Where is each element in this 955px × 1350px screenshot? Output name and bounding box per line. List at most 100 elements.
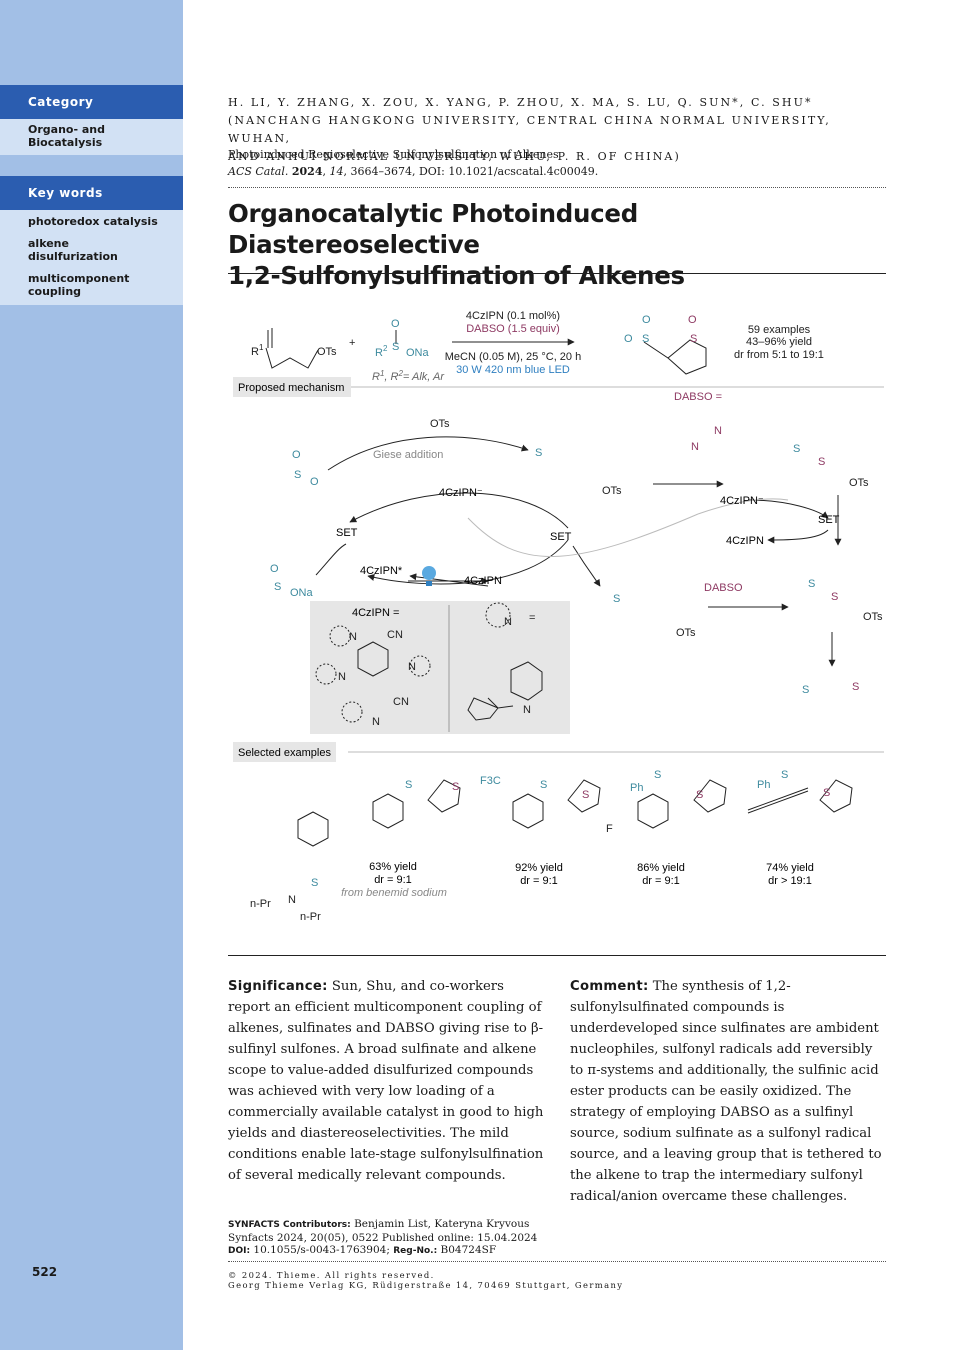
examples-count: 59 examples xyxy=(748,324,811,336)
category-item: Organo- and xyxy=(28,123,105,136)
giese-addition-label: Giese addition xyxy=(373,449,443,461)
comment-label: Comment: xyxy=(570,979,649,994)
significance-label: Significance: xyxy=(228,979,328,994)
atom-s: S xyxy=(294,469,301,481)
product-o: O xyxy=(688,314,697,326)
set-label: SET xyxy=(818,514,840,526)
keyword: photoredox catalysis xyxy=(28,215,158,228)
atom-o: O xyxy=(292,449,301,461)
atom-n: N xyxy=(338,671,346,683)
example-note: from benemid sodium xyxy=(341,887,447,899)
atom-cn: CN xyxy=(387,629,403,641)
condition-dabso: DABSO (1.5 equiv) xyxy=(466,323,560,335)
journal-name: ACS Catal. xyxy=(228,165,289,178)
selected-examples-tab xyxy=(233,742,336,762)
atom-n: N xyxy=(714,425,722,437)
copyright-line: © 2024. Thieme. All rights reserved. xyxy=(228,1270,435,1280)
atom-s: S xyxy=(311,877,318,889)
title-rule xyxy=(228,273,886,274)
reference-citation: ACS Catal. 2024, 14, 3664–3674, DOI: 10.… xyxy=(228,165,599,178)
affiliation-line: and Anhui Normal University, Wuhu, P. R.… xyxy=(228,150,681,163)
atom-s: S xyxy=(405,779,412,791)
ona-label: ONa xyxy=(290,587,314,599)
atom-s: S xyxy=(696,789,703,801)
equals-sign: = xyxy=(529,612,535,624)
svg-text:1: 1 xyxy=(259,343,264,352)
sulfinate-o: O xyxy=(391,318,400,330)
selected-examples-label: Selected examples xyxy=(238,747,331,759)
atom-s: S xyxy=(452,781,459,793)
product-s: S xyxy=(690,333,697,345)
r-definition: = Alk, Ar xyxy=(403,371,445,383)
atom-cn: CN xyxy=(393,696,409,708)
product-sulfone-o: O xyxy=(624,333,633,345)
condition-solvent: MeCN (0.05 M), 25 °C, 20 h xyxy=(445,351,581,363)
atom-n: N xyxy=(691,441,699,453)
example-yield: 74% yield xyxy=(766,862,814,874)
atom-s: S xyxy=(823,787,830,799)
keyword: alkene xyxy=(28,237,69,250)
catalyst-panel xyxy=(310,601,570,734)
example-dr: dr = 9:1 xyxy=(374,874,412,886)
svg-text:R: R xyxy=(251,346,259,358)
czipn-excited: 4CzIPN* xyxy=(360,565,403,577)
product-sulfone-o: O xyxy=(642,314,651,326)
atom-o: O xyxy=(270,563,279,575)
dabso-definition: DABSO = xyxy=(674,391,722,403)
atom-s: S xyxy=(781,769,788,781)
sulfinate-s: S xyxy=(392,341,399,353)
svg-text:2: 2 xyxy=(383,344,388,353)
n-propyl-label: n-Pr xyxy=(250,898,271,910)
authors: H. Li, Y. Zhang, X. Zou, X. Yang, P. Zho… xyxy=(228,94,893,166)
doi-label: DOI: xyxy=(228,1246,251,1256)
publisher-line: Georg Thieme Verlag KG, Rüdigerstraße 14… xyxy=(228,1280,624,1290)
category-item: Biocatalysis xyxy=(28,136,103,149)
n-propyl-label: n-Pr xyxy=(300,911,321,923)
atom-s: S xyxy=(793,443,800,455)
title-line: Organocatalytic Photoinduced Diastereose… xyxy=(228,199,638,259)
reference-title: Photoinduced Regioselective Sulfonylsulf… xyxy=(228,148,559,161)
sulfinate-ona: ONa xyxy=(406,347,430,359)
svg-text:R: R xyxy=(375,347,383,359)
example-dr: dr > 19:1 xyxy=(768,875,812,887)
atom-n: N xyxy=(288,894,296,906)
atom-s: S xyxy=(808,578,815,590)
ots-label: OTs xyxy=(676,627,696,639)
ots-label: OTs xyxy=(863,611,883,623)
atom-s: S xyxy=(535,447,542,459)
affiliation-line: (Nanchang Hangkong University, Central C… xyxy=(228,114,831,145)
atom-s: S xyxy=(654,769,661,781)
czipn-label: 4CzIPN xyxy=(726,535,764,547)
keyword: disulfurization xyxy=(28,250,118,263)
yield-range: 43–96% yield xyxy=(746,336,812,348)
regno: B04724SF xyxy=(440,1244,497,1256)
category-heading: Category xyxy=(0,85,183,119)
czipn-definition: 4CzIPN = xyxy=(352,607,399,619)
czipn-radical-anion: 4CzIPN⁻ xyxy=(439,487,483,499)
ots-label: OTs xyxy=(849,477,869,489)
keyword: multicomponent xyxy=(28,272,130,285)
dr-range: dr from 5:1 to 19:1 xyxy=(734,349,824,361)
authors-line: H. Li, Y. Zhang, X. Zou, X. Yang, P. Zho… xyxy=(228,96,813,109)
ots-label: OTs xyxy=(317,346,337,358)
regno-label: Reg-No.: xyxy=(393,1246,438,1256)
doi: 10.1055/s-0043-1763904; xyxy=(253,1244,390,1256)
lightbulb-icon xyxy=(422,566,436,580)
svg-text:+: + xyxy=(349,337,355,349)
set-label: SET xyxy=(336,527,358,539)
product-sulfone-s: S xyxy=(642,333,649,345)
example-yield: 86% yield xyxy=(637,862,685,874)
significance-text: Sun, Shu, and co-workers report an effic… xyxy=(228,979,544,1183)
fluoro-label: F xyxy=(606,823,613,835)
synfacts-line: Synfacts 2024, 20(05), 0522 Published on… xyxy=(228,1231,538,1244)
phenyl-label: Ph xyxy=(630,782,643,794)
dabso-label: DABSO xyxy=(704,582,743,594)
example-dr: dr = 9:1 xyxy=(642,875,680,887)
phenyl-label: Ph xyxy=(757,779,770,791)
dotted-divider xyxy=(228,187,886,188)
czipn-label: 4CzIPN xyxy=(464,575,502,587)
title-line: 1,2-Sulfonylsulfination of Alkenes xyxy=(228,261,685,290)
reaction-scheme: OTs R1 OTs + O S ONa R2 R1, R2= Alk, Ar … xyxy=(233,310,884,923)
condition-catalyst: 4CzIPN (0.1 mol%) xyxy=(466,310,560,322)
